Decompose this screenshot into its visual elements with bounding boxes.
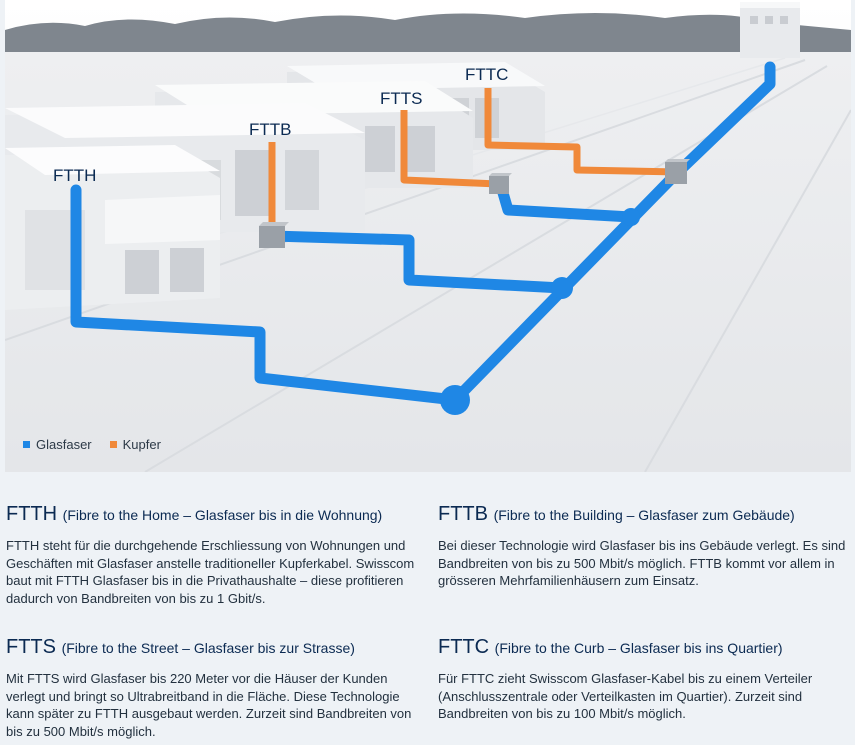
section-fttc-subtitle: (Fibre to the Curb – Glasfaser bis ins Q… [494,640,783,656]
glasfaser-cable-ftth [70,184,461,406]
kupfer-swatch [109,441,117,448]
section-ftts-subtitle: (Fibre to the Street – Glasfaser bis zur… [61,640,355,656]
distribution-box-ftts [489,173,512,194]
label-ftth: FTTH [53,166,96,185]
section-fttb-text: Bei dieser Technologie wird Glasfaser bi… [438,538,846,588]
section-ftth-title: FTTH [6,503,58,525]
house-ftth [5,145,220,310]
network-illustration: FTTH FTTB FTTS FTTC Glasfaser Kupfer [5,0,851,472]
section-ftts-text: Mit FTTS wird Glasfaser bis 220 Meter vo… [6,671,412,739]
distribution-box-fttc [665,159,690,184]
tree-line [5,13,851,60]
section-fttb: FTTB (Fibre to the Building – Glasfaser … [438,502,848,590]
section-fttc: FTTC (Fibre to the Curb – Glasfaser bis … [438,635,848,723]
section-fttc-heading: FTTC (Fibre to the Curb – Glasfaser bis … [438,635,848,660]
section-fttc-title: FTTC [438,636,490,658]
glasfaser-cable-fttb [266,230,568,294]
section-ftts-title: FTTS [6,636,56,658]
section-ftth-text: FTTH steht für die durchgehende Erschlie… [6,538,415,606]
section-fttb-title: FTTB [438,503,488,525]
junction-ftts [622,208,640,226]
glasfaser-swatch [23,441,30,448]
label-ftts: FTTS [380,89,423,108]
label-fttb: FTTB [249,120,292,139]
section-ftth-heading: FTTH (Fibre to the Home – Glasfaser bis … [6,502,416,527]
kupfer-cable-ftts [400,110,499,188]
label-fttc: FTTC [465,65,508,84]
kupfer-cables [268,88,679,230]
kupfer-cable-fttc [484,88,679,176]
legend-label-kupfer: Kupfer [122,437,161,452]
section-ftth-subtitle: (Fibre to the Home – Glasfaser bis in di… [62,507,383,523]
legend-item-glasfaser: Glasfaser [23,437,92,452]
section-fttc-text: Für FTTC zieht Swisscom Glasfaser-Kabel … [438,671,813,721]
section-ftts: FTTS (Fibre to the Street – Glasfaser bi… [6,635,416,740]
legend-label-glasfaser: Glasfaser [36,437,92,452]
legend-item-kupfer: Kupfer [109,437,161,452]
legend: Glasfaser Kupfer [23,437,161,452]
section-fttb-subtitle: (Fibre to the Building – Glasfaser zum G… [493,507,795,523]
section-fttb-heading: FTTB (Fibre to the Building – Glasfaser … [438,502,848,527]
distribution-box-fttb [259,222,289,248]
section-ftts-heading: FTTS (Fibre to the Street – Glasfaser bi… [6,635,416,660]
junction-fttb [551,277,573,299]
junction-ftth [440,385,470,415]
section-ftth: FTTH (Fibre to the Home – Glasfaser bis … [6,502,416,607]
central-building [740,2,800,58]
